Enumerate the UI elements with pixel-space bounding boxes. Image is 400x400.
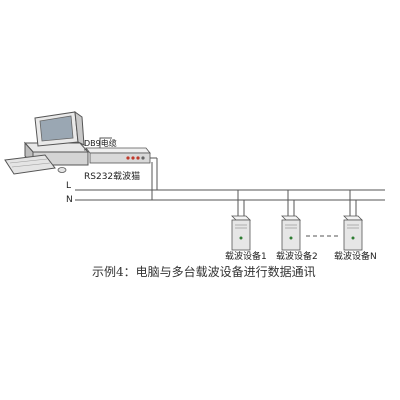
modem-connection-lines	[150, 157, 158, 200]
device-2-label: 载波设备2	[276, 250, 318, 262]
diagram-caption: 示例4：电脑与多台载波设备进行数据通讯	[92, 265, 316, 279]
device-n-label: 载波设备N	[334, 250, 377, 262]
computer-icon	[4, 110, 90, 175]
modem-icon	[85, 147, 151, 164]
line-l-label: L	[66, 181, 71, 191]
device-icon	[231, 190, 251, 251]
line-n-label: N	[66, 195, 73, 205]
modem-label: RS232载波猫	[84, 170, 140, 182]
device-1-label: 载波设备1	[225, 250, 267, 262]
device-icon	[281, 190, 301, 251]
device-icon	[343, 190, 363, 251]
db9-cable-label: DB9电缆	[84, 138, 117, 148]
